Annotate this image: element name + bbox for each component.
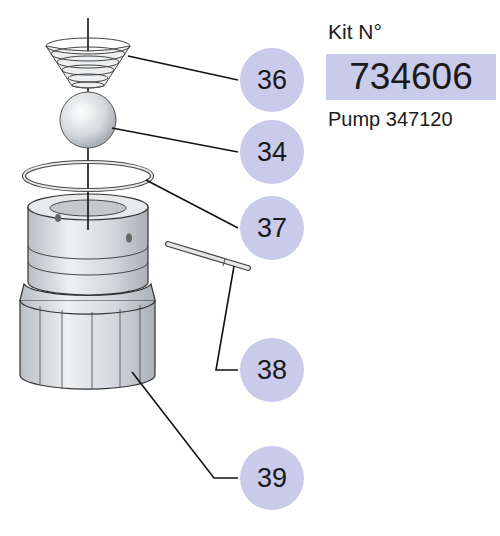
o-ring — [24, 162, 152, 190]
callout-number: 37 — [257, 213, 287, 244]
callout-circle: 38 — [240, 338, 304, 402]
spring — [46, 38, 130, 88]
callout-circle: 36 — [240, 48, 304, 112]
kit-number-box: Kit N°734606 — [326, 54, 496, 100]
callout-number: 38 — [257, 355, 287, 386]
callout-circle: 37 — [240, 196, 304, 260]
kit-number: 734606 — [326, 54, 496, 100]
ball — [60, 92, 116, 148]
callout-circle: 34 — [240, 120, 304, 184]
pin — [168, 244, 248, 268]
callout-number: 34 — [257, 137, 287, 168]
callout-number: 36 — [257, 65, 287, 96]
callout-circle: 39 — [240, 446, 304, 510]
leader-lines — [112, 56, 238, 478]
callout-number: 39 — [257, 463, 287, 494]
pump-label: Pump 347120 — [328, 108, 453, 131]
kit-heading: Kit N° — [328, 20, 382, 44]
